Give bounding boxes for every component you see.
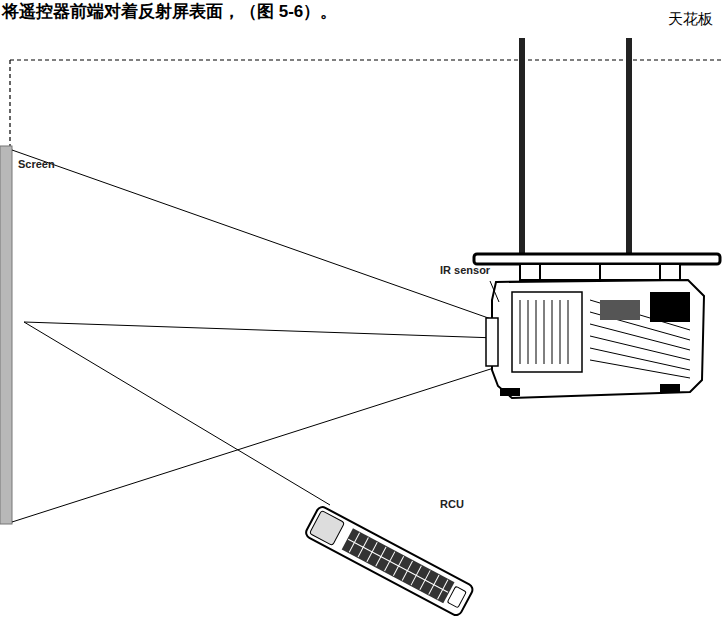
leader-line: [490, 281, 499, 302]
mount-rod: [626, 38, 632, 256]
projection-rays: [12, 150, 500, 522]
ceiling-line: [10, 59, 722, 60]
projector-body: [486, 280, 704, 398]
mount-bracket: [520, 264, 680, 280]
mount-plate: [474, 254, 720, 264]
part-label: IR sensor: [440, 264, 490, 277]
heading: 将遥控器前端对着反射屏表面，（图 5-6）。: [2, 2, 337, 22]
part-label: RCU: [440, 498, 464, 511]
ceiling-label: 天花板: [668, 10, 713, 27]
part-label: Screen: [18, 158, 55, 171]
screen-panel: [0, 146, 12, 524]
wall-line: [9, 60, 10, 146]
mount-rod: [519, 38, 525, 256]
remote-control: [304, 505, 474, 617]
